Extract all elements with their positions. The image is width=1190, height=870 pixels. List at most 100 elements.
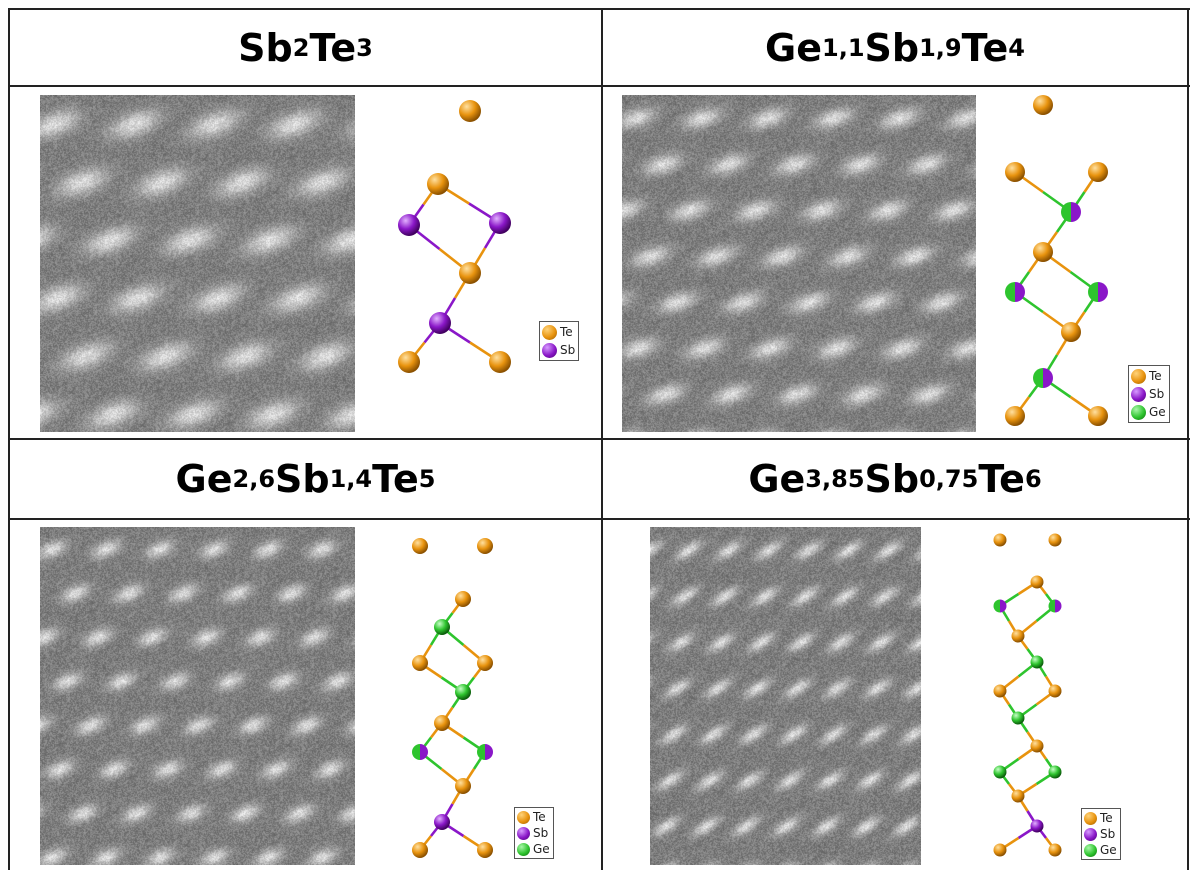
formula-part: Sb	[864, 25, 920, 70]
ge-atom-icon	[1084, 843, 1097, 857]
sb-atom-icon	[542, 342, 557, 358]
ge-atom	[1030, 655, 1044, 669]
te-atom	[477, 655, 493, 671]
legend-item-sb: Sb	[1131, 385, 1166, 403]
element-legend: Te Sb Ge	[1081, 808, 1121, 860]
te-atom	[459, 262, 481, 284]
crystal-structure-model	[993, 533, 1062, 857]
crystal-structure-model	[1005, 95, 1108, 426]
legend-label: Te	[1149, 369, 1162, 383]
sb-atom-icon	[1131, 386, 1146, 402]
te-atom	[1030, 575, 1044, 589]
formula-subscript: 3	[356, 33, 373, 62]
te-atom	[1061, 322, 1081, 342]
te-atom	[1033, 242, 1053, 262]
stem-micrograph	[40, 95, 355, 432]
te-atom	[1005, 406, 1025, 426]
formula-part: Sb	[238, 25, 293, 70]
te-atom	[1088, 162, 1108, 182]
te-atom	[1048, 684, 1062, 698]
sb-atom	[1030, 819, 1044, 833]
legend-item-ge: Ge	[1084, 842, 1117, 858]
legend-label: Sb	[533, 826, 549, 840]
ge-atom	[1048, 765, 1062, 779]
ge-sb-mixed-atom	[1005, 282, 1025, 302]
legend-label: Te	[533, 810, 546, 824]
table-border-top	[8, 8, 1190, 10]
crystal-structure-model	[412, 538, 493, 858]
legend-label: Ge	[1100, 843, 1117, 857]
legend-item-sb: Sb	[1084, 826, 1117, 842]
te-atom	[412, 655, 428, 671]
legend-label: Sb	[1100, 827, 1116, 841]
sb-atom	[434, 814, 450, 830]
legend-label: Te	[560, 325, 573, 339]
te-atom	[477, 538, 493, 554]
ge-sb-mixed-atom	[1088, 282, 1108, 302]
legend-item-te: Te	[1131, 367, 1166, 385]
formula-subscript: 1,9	[919, 33, 962, 62]
te-atom	[1011, 629, 1025, 643]
te-atom	[1011, 789, 1025, 803]
ge-atom	[455, 684, 471, 700]
te-atom	[993, 533, 1007, 547]
legend-item-ge: Ge	[517, 841, 550, 857]
sb-atom	[429, 312, 451, 334]
te-atom	[1005, 162, 1025, 182]
ge-sb-mixed-atom	[993, 599, 1007, 613]
element-legend: Te Sb Ge	[514, 807, 554, 859]
te-atom	[398, 351, 420, 373]
ge-atom-icon	[1131, 404, 1146, 420]
formula-part: Te	[372, 457, 419, 501]
sb-atom	[398, 214, 420, 236]
te-atom	[477, 842, 493, 858]
te-atom-icon	[1131, 368, 1146, 384]
ge-sb-mixed-atom	[1033, 368, 1053, 388]
te-atom-icon	[517, 810, 530, 824]
formula-part: Sb	[864, 457, 920, 501]
stem-micrograph	[622, 95, 976, 432]
formula-subscript: 2	[292, 33, 310, 62]
legend-label: Sb	[560, 343, 576, 357]
ge-atom	[1011, 711, 1025, 725]
table-row-divider	[8, 438, 1190, 440]
legend-item-te: Te	[1084, 810, 1117, 826]
ge-sb-mixed-atom	[477, 744, 493, 760]
formula-subscript: 1,1	[822, 33, 865, 62]
ge-atom	[434, 619, 450, 635]
formula-subscript: 3,85	[805, 465, 865, 493]
formula-subscript: 1,4	[329, 465, 373, 493]
formula-part: Ge	[748, 457, 806, 501]
te-atom	[993, 843, 1007, 857]
te-atom	[1030, 739, 1044, 753]
te-atom	[1033, 95, 1053, 115]
stem-micrograph	[650, 527, 921, 865]
legend-item-sb: Sb	[542, 341, 575, 359]
formula-subscript: 5	[418, 465, 436, 493]
formula-part: Ge	[175, 457, 233, 501]
te-atom	[1088, 406, 1108, 426]
table-row-divider	[8, 85, 1190, 87]
formula-subscript: 6	[1024, 465, 1042, 493]
formula-subscript: 2,6	[232, 465, 276, 493]
formula-part: Ge	[765, 25, 822, 70]
legend-label: Te	[1100, 811, 1113, 825]
formula-subscript: 0,75	[919, 465, 979, 493]
te-atom	[434, 715, 450, 731]
te-atom-icon	[542, 324, 557, 340]
te-atom	[455, 591, 471, 607]
sb-atom	[489, 212, 511, 234]
element-legend: Te Sb Ge	[1128, 365, 1170, 423]
formula-part: Te	[309, 25, 357, 70]
legend-label: Sb	[1149, 387, 1165, 401]
legend-label: Ge	[533, 842, 550, 856]
legend-item-ge: Ge	[1131, 403, 1166, 421]
formula-part: Te	[978, 457, 1025, 501]
te-atom-icon	[1084, 811, 1097, 825]
legend-item-sb: Sb	[517, 825, 550, 841]
table-row-divider	[8, 518, 1190, 520]
